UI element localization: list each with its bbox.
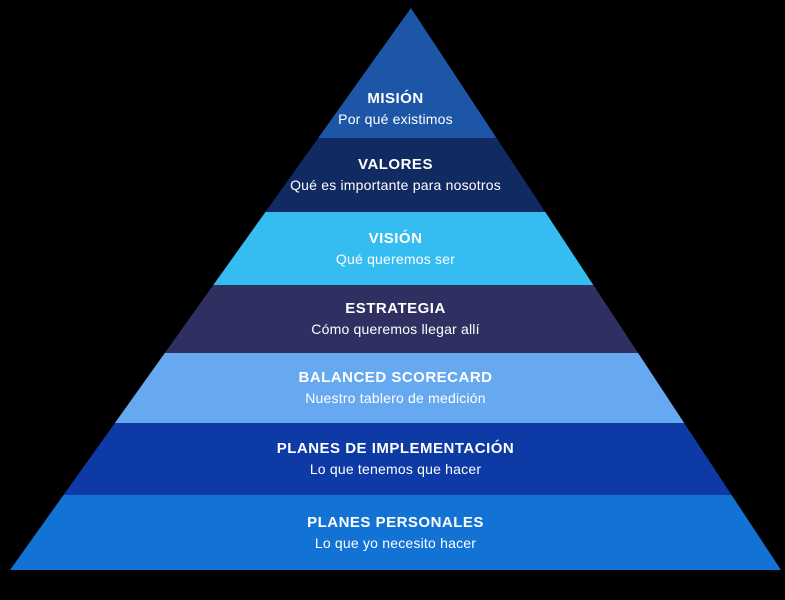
layer-subtitle-valores: Qué es importante para nosotros [290, 177, 501, 193]
pyramid-layer-vision: VISIÓN Qué queremos ser [10, 212, 781, 285]
layer-title-planes-implementacion: PLANES DE IMPLEMENTACIÓN [276, 440, 515, 457]
layer-title-planes-personales: PLANES PERSONALES [307, 513, 484, 531]
layer-subtitle-planes-implementacion: Lo que tenemos que hacer [309, 461, 482, 477]
layer-subtitle-vision: Qué queremos ser [335, 250, 456, 267]
layer-title-balanced-scorecard: BALANCED SCORECARD [298, 369, 493, 386]
pyramid-layer-planes-personales: PLANES PERSONALES Lo que yo necesito hac… [10, 495, 781, 570]
strategy-pyramid: MISIÓN Por qué existimos VALORES Qué es … [10, 8, 781, 570]
layer-title-mision: MISIÓN [367, 90, 424, 107]
pyramid-layer-mision: MISIÓN Por qué existimos [10, 8, 781, 138]
pyramid-layer-planes-implementacion: PLANES DE IMPLEMENTACIÓN Lo que tenemos … [10, 423, 781, 495]
layer-title-valores: VALORES [358, 156, 433, 173]
layer-title-estrategia: ESTRATEGIA [345, 300, 446, 317]
layer-subtitle-estrategia: Cómo queremos llegar allí [311, 321, 480, 337]
layer-title-vision: VISIÓN [368, 229, 423, 247]
layer-subtitle-planes-personales: Lo que yo necesito hacer [314, 534, 477, 551]
pyramid-layer-estrategia: ESTRATEGIA Cómo queremos llegar allí [10, 285, 781, 353]
layer-subtitle-mision: Por qué existimos [338, 111, 453, 127]
layer-subtitle-balanced-scorecard: Nuestro tablero de medición [305, 390, 486, 406]
pyramid-layer-valores: VALORES Qué es importante para nosotros [10, 138, 781, 212]
pyramid-layer-balanced-scorecard: BALANCED SCORECARD Nuestro tablero de me… [10, 353, 781, 423]
